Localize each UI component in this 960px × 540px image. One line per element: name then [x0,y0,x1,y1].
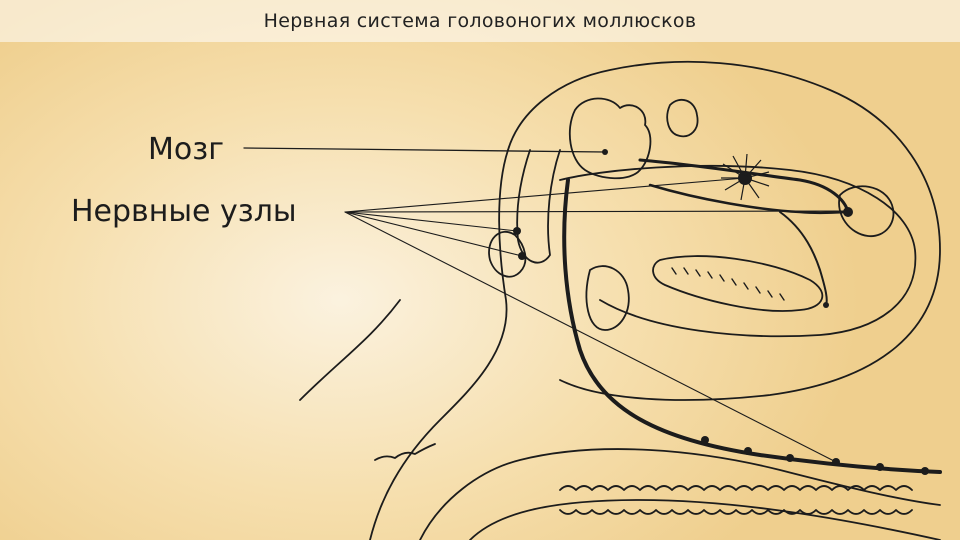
arm-ganglion-2 [744,447,752,455]
siphon-ganglion-1 [513,227,521,235]
inner-mantle [559,164,917,338]
optic-lobe [666,98,699,138]
pallial-ganglion [823,302,829,308]
brain-leader-line [243,147,606,153]
arm-ganglion-5 [876,463,884,471]
mouth-detail [374,443,436,461]
eye-organ [838,185,895,237]
ganglia-leader-2 [344,211,518,232]
arm-ganglion-4 [832,458,840,466]
ganglia-leader-4 [344,210,846,213]
mantle-outline [507,60,941,401]
arm-ganglion-6 [921,467,929,475]
ganglia-leader-5 [344,211,837,463]
arm-outline-1 [419,448,941,540]
label-brain: Мозг [148,132,224,167]
arm-ganglion-3 [786,454,794,462]
gill-stitches [671,267,785,301]
stellate-rays [721,153,770,201]
arm-ganglion-1 [701,436,709,444]
mantle-nerve [638,158,850,214]
head-outline [369,149,509,540]
optic-ganglion [843,207,853,217]
slide-title: Нервная система головоногих моллюсков [0,0,960,42]
siphon-inner [488,230,527,278]
brain-node [602,149,608,155]
statocyst [585,265,630,331]
label-nerve-ganglia: Нервные узлы [71,194,297,229]
sucker-row [559,485,913,491]
pallial-nerve [779,211,828,306]
gill-organ [652,255,824,312]
sucker-row-lower [559,509,913,515]
main-nerve-cord [562,178,942,474]
arm-outline-2 [469,499,941,540]
ganglia-leader-3 [344,211,523,257]
siphon-ganglion-2 [518,252,526,260]
ganglia-leader-1 [344,177,746,213]
visceral-nerve [648,183,850,215]
brain-lobes [568,97,652,180]
lower-body-outline [299,299,401,401]
